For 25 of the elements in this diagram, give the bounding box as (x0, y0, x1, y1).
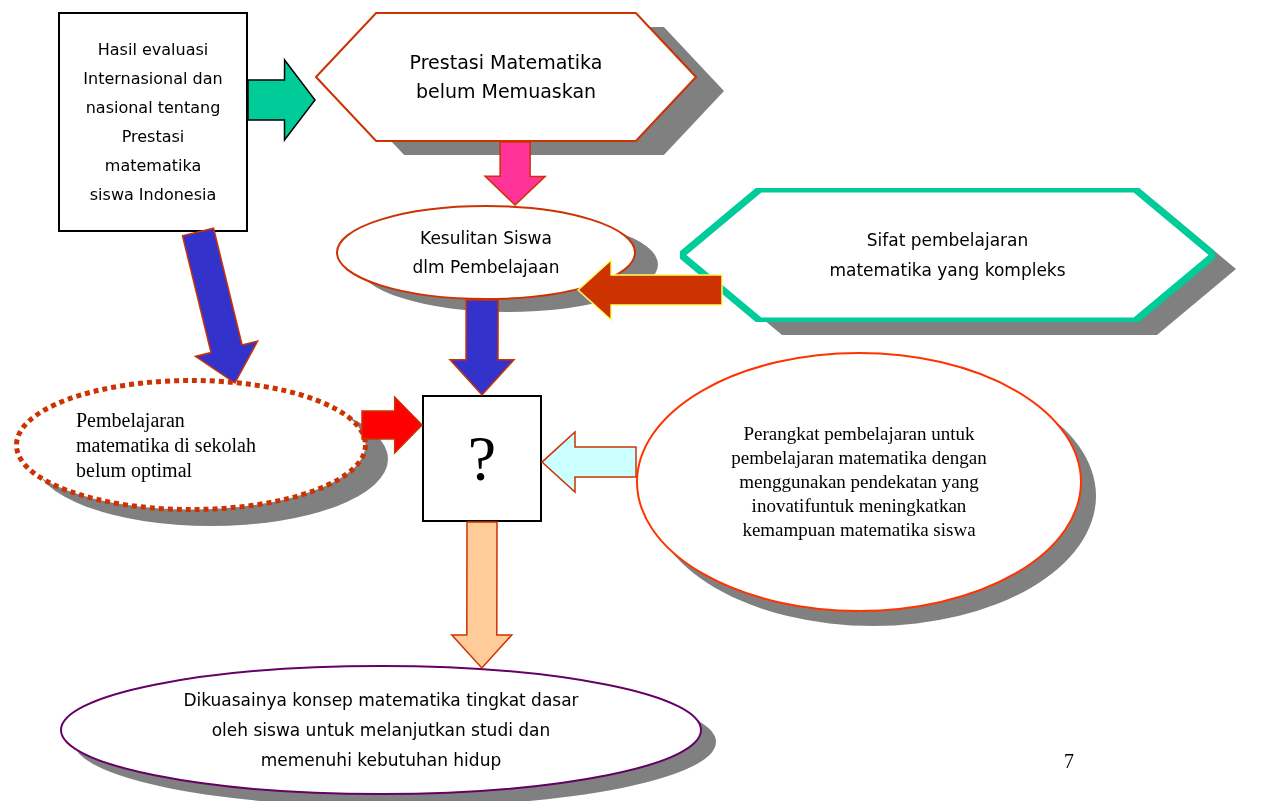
block-arrow (361, 395, 424, 455)
block-arrow (247, 57, 316, 143)
block-arrow (181, 227, 260, 385)
node-text: Perangkat pembelajaran untuk pembelajaran matematika dengan menggunakan pendekatan yang inovatifuntuk meningkatkan kemampuan matematika siswa (731, 422, 987, 542)
node-text: Hasil evaluasi Internasional dan nasional tentang Prestasi matematika siswa Indonesia (82, 39, 224, 206)
node-text: Dikuasainya konsep matematika tingkat dasar oleh siswa untuk melanjutkan studi dan memenuhi kebutuhan hidup (182, 689, 580, 772)
block-arrow (448, 299, 516, 397)
node-text: Prestasi Matematika belum Memuaskan (408, 50, 604, 104)
block-arrow (577, 258, 723, 322)
page-number: 7 (1064, 749, 1074, 774)
ellipse-box (14, 378, 368, 512)
process-box (422, 395, 542, 522)
ellipse-box (336, 205, 636, 300)
node-text: ? (467, 423, 497, 494)
block-arrow (540, 430, 637, 494)
ellipse-box (636, 352, 1082, 612)
node-text: Sifat pembelajaran matematika yang kompleks (828, 229, 1067, 282)
process-box (58, 12, 248, 232)
block-arrow (483, 141, 547, 207)
ellipse-box (60, 665, 702, 795)
block-arrow (450, 521, 514, 670)
node-text: Kesulitan Siswa dlm Pembelajaan (411, 226, 561, 279)
node-text: Pembelajaran matematika di sekolah belum optimal (76, 407, 257, 483)
hexagon-box (680, 188, 1215, 322)
hexagon-box (315, 12, 697, 142)
